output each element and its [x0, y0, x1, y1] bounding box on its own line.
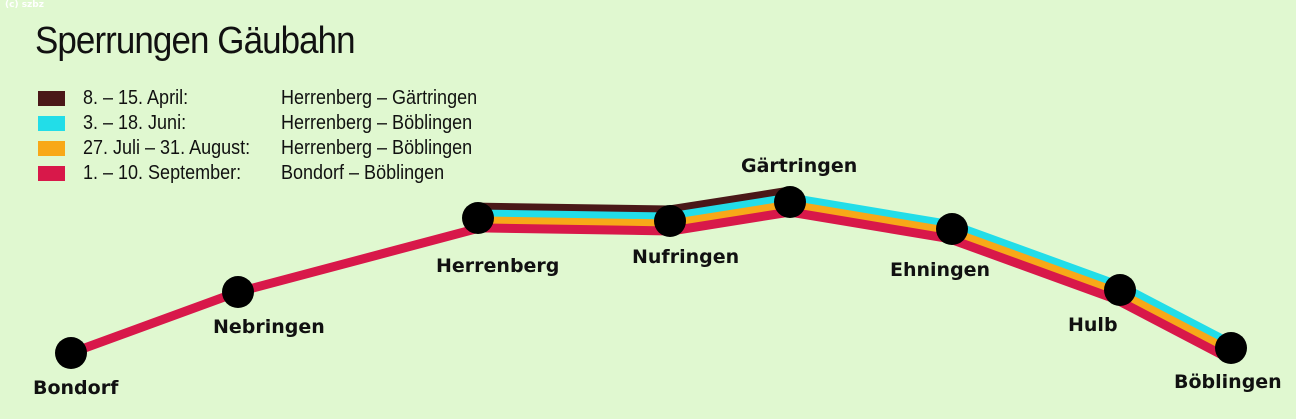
legend-route: Bondorf – Böblingen: [281, 162, 445, 184]
closure-line: [69, 207, 1228, 361]
station-label-bondorf: Bondorf: [33, 377, 119, 399]
legend-route: Herrenberg – Böblingen: [281, 137, 473, 159]
station-label-nufringen: Nufringen: [632, 246, 739, 268]
station-label-gaertringen: Gärtringen: [741, 155, 857, 177]
legend: 8. – 15. April: Herrenberg – Gärtringen 3…: [38, 86, 526, 186]
closure-line: [478, 200, 1231, 355]
legend-item: 3. – 18. Juni: Herrenberg – Böblingen: [38, 111, 477, 136]
station-label-hulb: Hulb: [1068, 314, 1118, 336]
legend-swatch: [38, 166, 65, 181]
legend-swatch: [38, 91, 65, 106]
legend-item: 27. Juli – 31. August: Herrenberg – Böbli…: [38, 136, 477, 161]
legend-period: 3. – 18. Juni:: [83, 112, 187, 134]
station-label-nebringen: Nebringen: [213, 316, 325, 338]
station-dot: [1104, 274, 1136, 306]
station-dot: [936, 213, 968, 245]
legend-route: Herrenberg – Böblingen: [281, 112, 473, 134]
legend-swatch: [38, 116, 65, 131]
legend-route: Herrenberg – Gärtringen: [281, 87, 478, 109]
diagram-title: Sperrungen Gäubahn: [35, 20, 356, 62]
watermark: (c) szbz: [5, 0, 44, 10]
legend-item: 1. – 10. September: Bondorf – Böblingen: [38, 161, 477, 186]
station-dot: [462, 202, 494, 234]
station-dot: [1215, 332, 1247, 364]
station-dot: [55, 337, 87, 369]
legend-period: 1. – 10. September:: [83, 162, 242, 184]
legend-period: 27. Juli – 31. August:: [83, 137, 251, 159]
station-dot: [222, 276, 254, 308]
station-dot: [654, 205, 686, 237]
closure-line: [477, 193, 1234, 349]
station-label-herrenberg: Herrenberg: [436, 255, 559, 277]
station-label-ehningen: Ehningen: [890, 259, 990, 281]
legend-item: 8. – 15. April: Herrenberg – Gärtringen: [38, 86, 477, 111]
legend-period: 8. – 15. April:: [83, 87, 189, 109]
station-label-boeblingen: Böblingen: [1174, 371, 1282, 393]
legend-swatch: [38, 141, 65, 156]
station-dot: [774, 186, 806, 218]
